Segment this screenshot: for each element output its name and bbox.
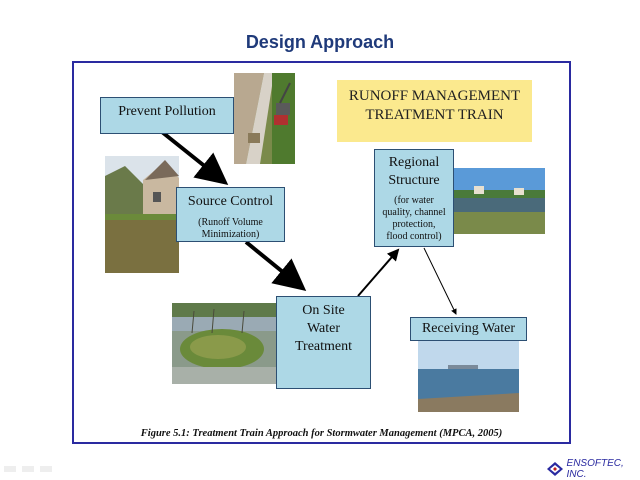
logo-text: ENSOFTEC, INC. [566,458,624,480]
source-control-sub-2: Minimization) [201,229,260,240]
prevent-pollution-label: Prevent Pollution [118,104,216,119]
ensoftec-logo: ENSOFTEC, INC. [546,458,640,480]
regional-sub-4: flood control) [386,231,442,242]
source-control-sub-1: (Runoff Volume [198,217,263,228]
figure-caption: Figure 5.1: Treatment Train Approach for… [140,428,503,439]
regional-sub-2: quality, channel [382,207,446,218]
slide-title: Design Approach [245,32,395,52]
nav-menu-icon[interactable] [22,466,34,472]
treatment-train-heading: RUNOFF MANAGEMENT TREATMENT TRAIN [337,80,532,142]
lake-shore-photo [418,341,519,412]
heading-line-2: TREATMENT TRAIN [365,107,504,123]
regional-pond-photo [454,168,545,234]
ensoftec-logo-icon [547,462,563,476]
receiving-water-box: Receiving Water [410,317,527,341]
arrow-prevent-to-source [160,130,229,185]
on-site-treatment-box: On Site Water Treatment [276,296,371,389]
receiving-water-label: Receiving Water [421,321,516,336]
source-control-box: Source Control (Runoff Volume Minimizati… [176,187,285,242]
heading-line-1: RUNOFF MANAGEMENT [348,88,521,104]
on-site-line-2: Water [306,321,341,336]
arrow-regional-to-receiving [423,247,457,315]
house-lawn-photo [105,156,179,273]
source-control-label: Source Control [187,194,274,209]
arrow-onsite-to-regional [357,248,400,297]
nav-back-icon[interactable] [4,466,16,472]
slide-nav-controls[interactable] [4,466,52,472]
nav-forward-icon[interactable] [40,466,52,472]
on-site-line-1: On Site [302,303,345,318]
regional-sub-3: protection, [392,219,436,230]
curb-and-lawnmower-photo [234,73,295,164]
on-site-line-3: Treatment [294,339,353,354]
arrow-source-to-onsite [244,240,307,292]
wetland-pond-photo [172,303,276,384]
regional-line-2: Structure [388,173,440,188]
regional-structure-box: Regional Structure (for water quality, c… [374,149,454,247]
regional-sub-1: (for water [394,195,434,206]
prevent-pollution-box: Prevent Pollution [100,97,234,134]
regional-line-1: Regional [388,155,440,170]
